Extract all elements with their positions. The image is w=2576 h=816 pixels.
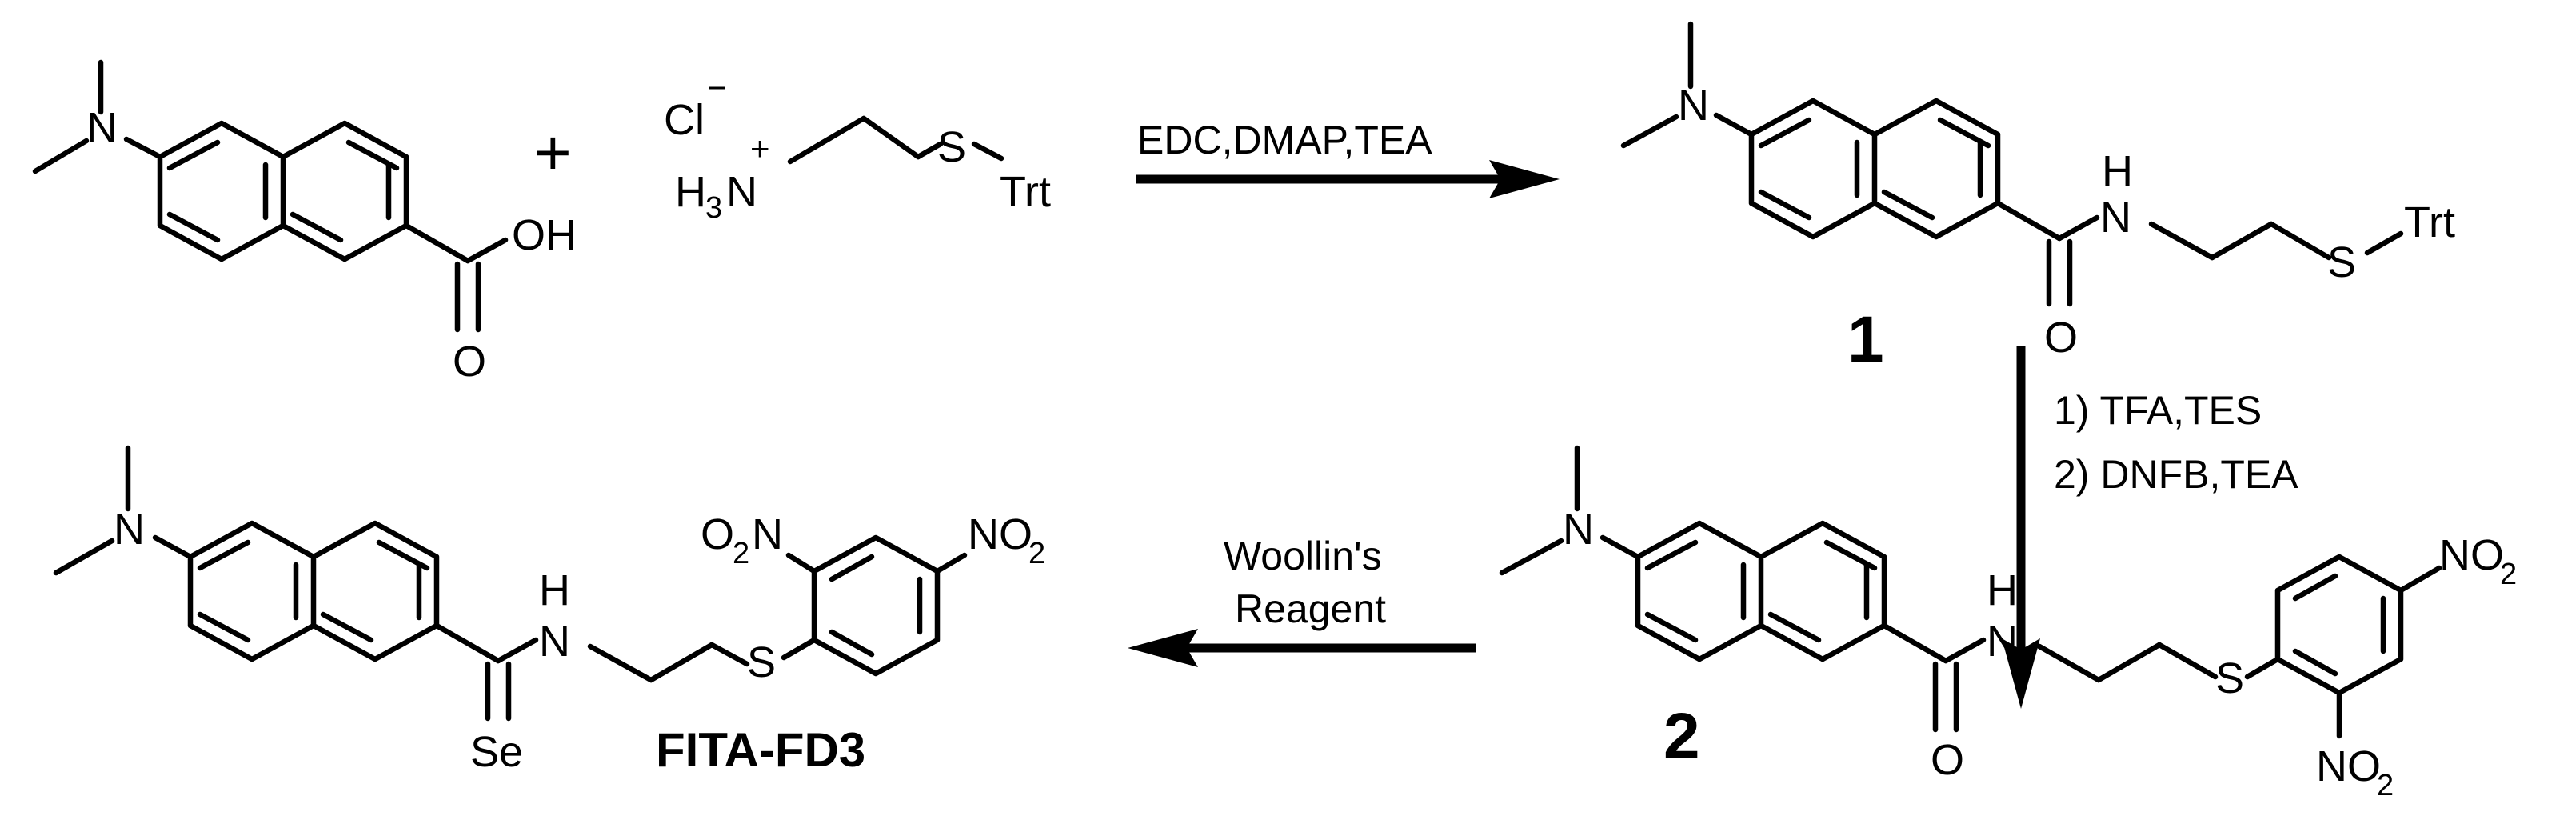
atom-s-final: S (747, 638, 776, 686)
atom-n-reactant: N (86, 104, 118, 152)
atom-s-reactant: S (937, 123, 966, 171)
condition-step-2-line-1: 1) TFA,TES (2054, 388, 2262, 433)
plus-sign: + (534, 117, 572, 188)
atom-no2-n-compound-2-top: NO (2439, 531, 2504, 579)
atom-nh-h-compound-1: H (2102, 147, 2133, 195)
atom-oh-reactant: OH (512, 211, 577, 259)
atom-nh-n-final: N (539, 618, 570, 666)
condition-step-1: EDC,DMAP,TEA (1137, 118, 1432, 162)
atom-n-compound-1: N (1678, 82, 1709, 130)
condition-step-3-line-1: Woollin's (1224, 534, 1382, 578)
atom-trt-compound-1: Trt (2404, 198, 2455, 246)
atom-s-compound-1: S (2327, 238, 2356, 286)
atom-o2n-o-final: O (701, 510, 734, 558)
compound-1-structure (1620, 21, 2404, 307)
atom-nh-h-final: H (539, 566, 570, 614)
reaction-arrow-3-head (1128, 629, 1198, 667)
atom-h3n-sub: 3 (705, 191, 722, 225)
atom-no2-n-final: NO (968, 510, 1032, 558)
atom-n-final: N (114, 506, 145, 554)
atom-o2n-sub-final: 2 (733, 537, 749, 570)
atom-n-compound-2: N (1563, 506, 1594, 554)
atom-no2-n-compound-2-bottom: NO (2316, 742, 2381, 790)
label-compound-1: 1 (1847, 303, 1884, 376)
charge-minus: − (707, 69, 727, 106)
atom-se-final: Se (470, 728, 523, 776)
atom-o2n-n-final: N (752, 510, 783, 558)
atom-no2-sub-compound-2-top: 2 (2500, 558, 2517, 591)
atom-nh-n-compound-2: N (1987, 618, 2018, 666)
condition-step-2-line-2: 2) DNFB,TEA (2054, 452, 2298, 497)
atom-trt-reactant: Trt (1000, 168, 1051, 216)
atom-no2-sub-compound-2-bottom: 2 (2377, 769, 2394, 802)
atom-o-compound-2: O (1931, 736, 1964, 784)
compound-2-structure (1499, 445, 2442, 739)
atom-nh-n-compound-1: N (2100, 194, 2131, 242)
reactant-trityl-cysteamine (787, 115, 1004, 165)
charge-plus: + (750, 130, 770, 167)
label-fita-fd3: FITA-FD3 (656, 723, 865, 777)
reaction-arrow-1-head (1489, 160, 1560, 198)
atom-nh-h-compound-2: H (1987, 566, 2018, 614)
atom-s-compound-2: S (2215, 654, 2244, 702)
reaction-arrow-2-head (2002, 638, 2040, 709)
condition-step-3-line-2: Reagent (1235, 586, 1386, 631)
label-compound-2: 2 (1663, 700, 1700, 773)
reactant-naphthoic-acid (32, 59, 509, 333)
atom-h3n-n: N (726, 168, 757, 216)
atom-cl: Cl (664, 96, 705, 144)
atom-o-compound-1: O (2044, 314, 2078, 362)
atom-o-reactant: O (453, 338, 486, 386)
final-product-structure (53, 445, 968, 722)
atom-h3n-h: H (675, 168, 706, 216)
atom-no2-sub-final: 2 (1028, 537, 1045, 570)
